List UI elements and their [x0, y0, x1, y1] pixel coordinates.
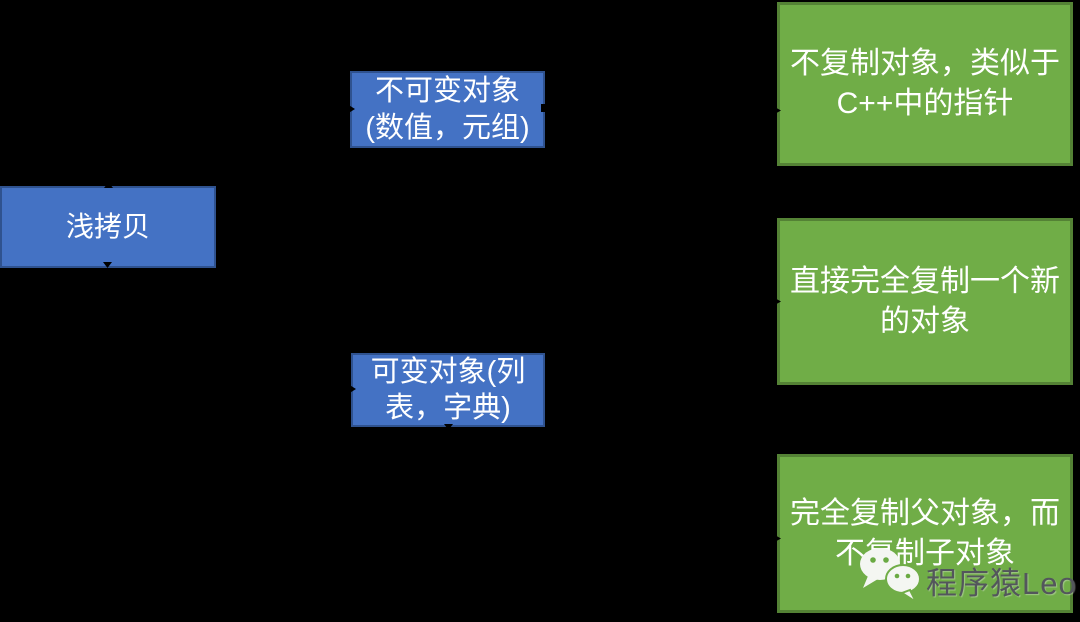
node-mutable-objects: 可变对象(列 表，字典) — [351, 353, 545, 427]
connector-stub-immutable-out — [541, 104, 547, 112]
node-mutable-objects-label: 可变对象(列 表，字典) — [370, 356, 526, 424]
node-full-copy-new-object-label: 直接完全复制一个新 的对象 — [790, 264, 1060, 338]
watermark: 程序猿Leo — [856, 546, 1077, 613]
connector-stub-mutable-bottom — [444, 424, 453, 430]
connector-arrowhead-leaf-parent — [771, 533, 781, 544]
node-copy-parent-not-child: 完全复制父对象，而 不复制子对象 — [777, 454, 1073, 613]
node-immutable-objects-label: 不可变对象 (数值，元组) — [365, 74, 530, 144]
connector-arrowhead-leaf-pointer — [771, 105, 781, 116]
node-full-copy-new-object: 直接完全复制一个新 的对象 — [777, 218, 1073, 385]
node-shallow-copy-label: 浅拷贝 — [65, 211, 150, 242]
node-shallow-copy: 浅拷贝 — [0, 186, 216, 268]
connector-arrowhead-mutable — [348, 384, 356, 394]
wechat-icon — [856, 546, 932, 613]
node-no-copy-pointer-label: 不复制对象，类似于 C++中的指针 — [790, 47, 1060, 120]
watermark-label: 程序猿Leo — [926, 566, 1077, 601]
connector-arrowhead-leaf-newobj — [771, 296, 781, 307]
node-copy-parent-not-child-label: 完全复制父对象，而 不复制子对象 — [790, 496, 1060, 570]
connector-stub-root-top — [104, 182, 113, 188]
node-immutable-objects: 不可变对象 (数值，元组) — [350, 71, 545, 148]
connector-arrowhead-immutable — [347, 104, 355, 114]
node-no-copy-pointer: 不复制对象，类似于 C++中的指针 — [777, 2, 1073, 166]
connector-stub-root-bottom — [103, 262, 112, 268]
